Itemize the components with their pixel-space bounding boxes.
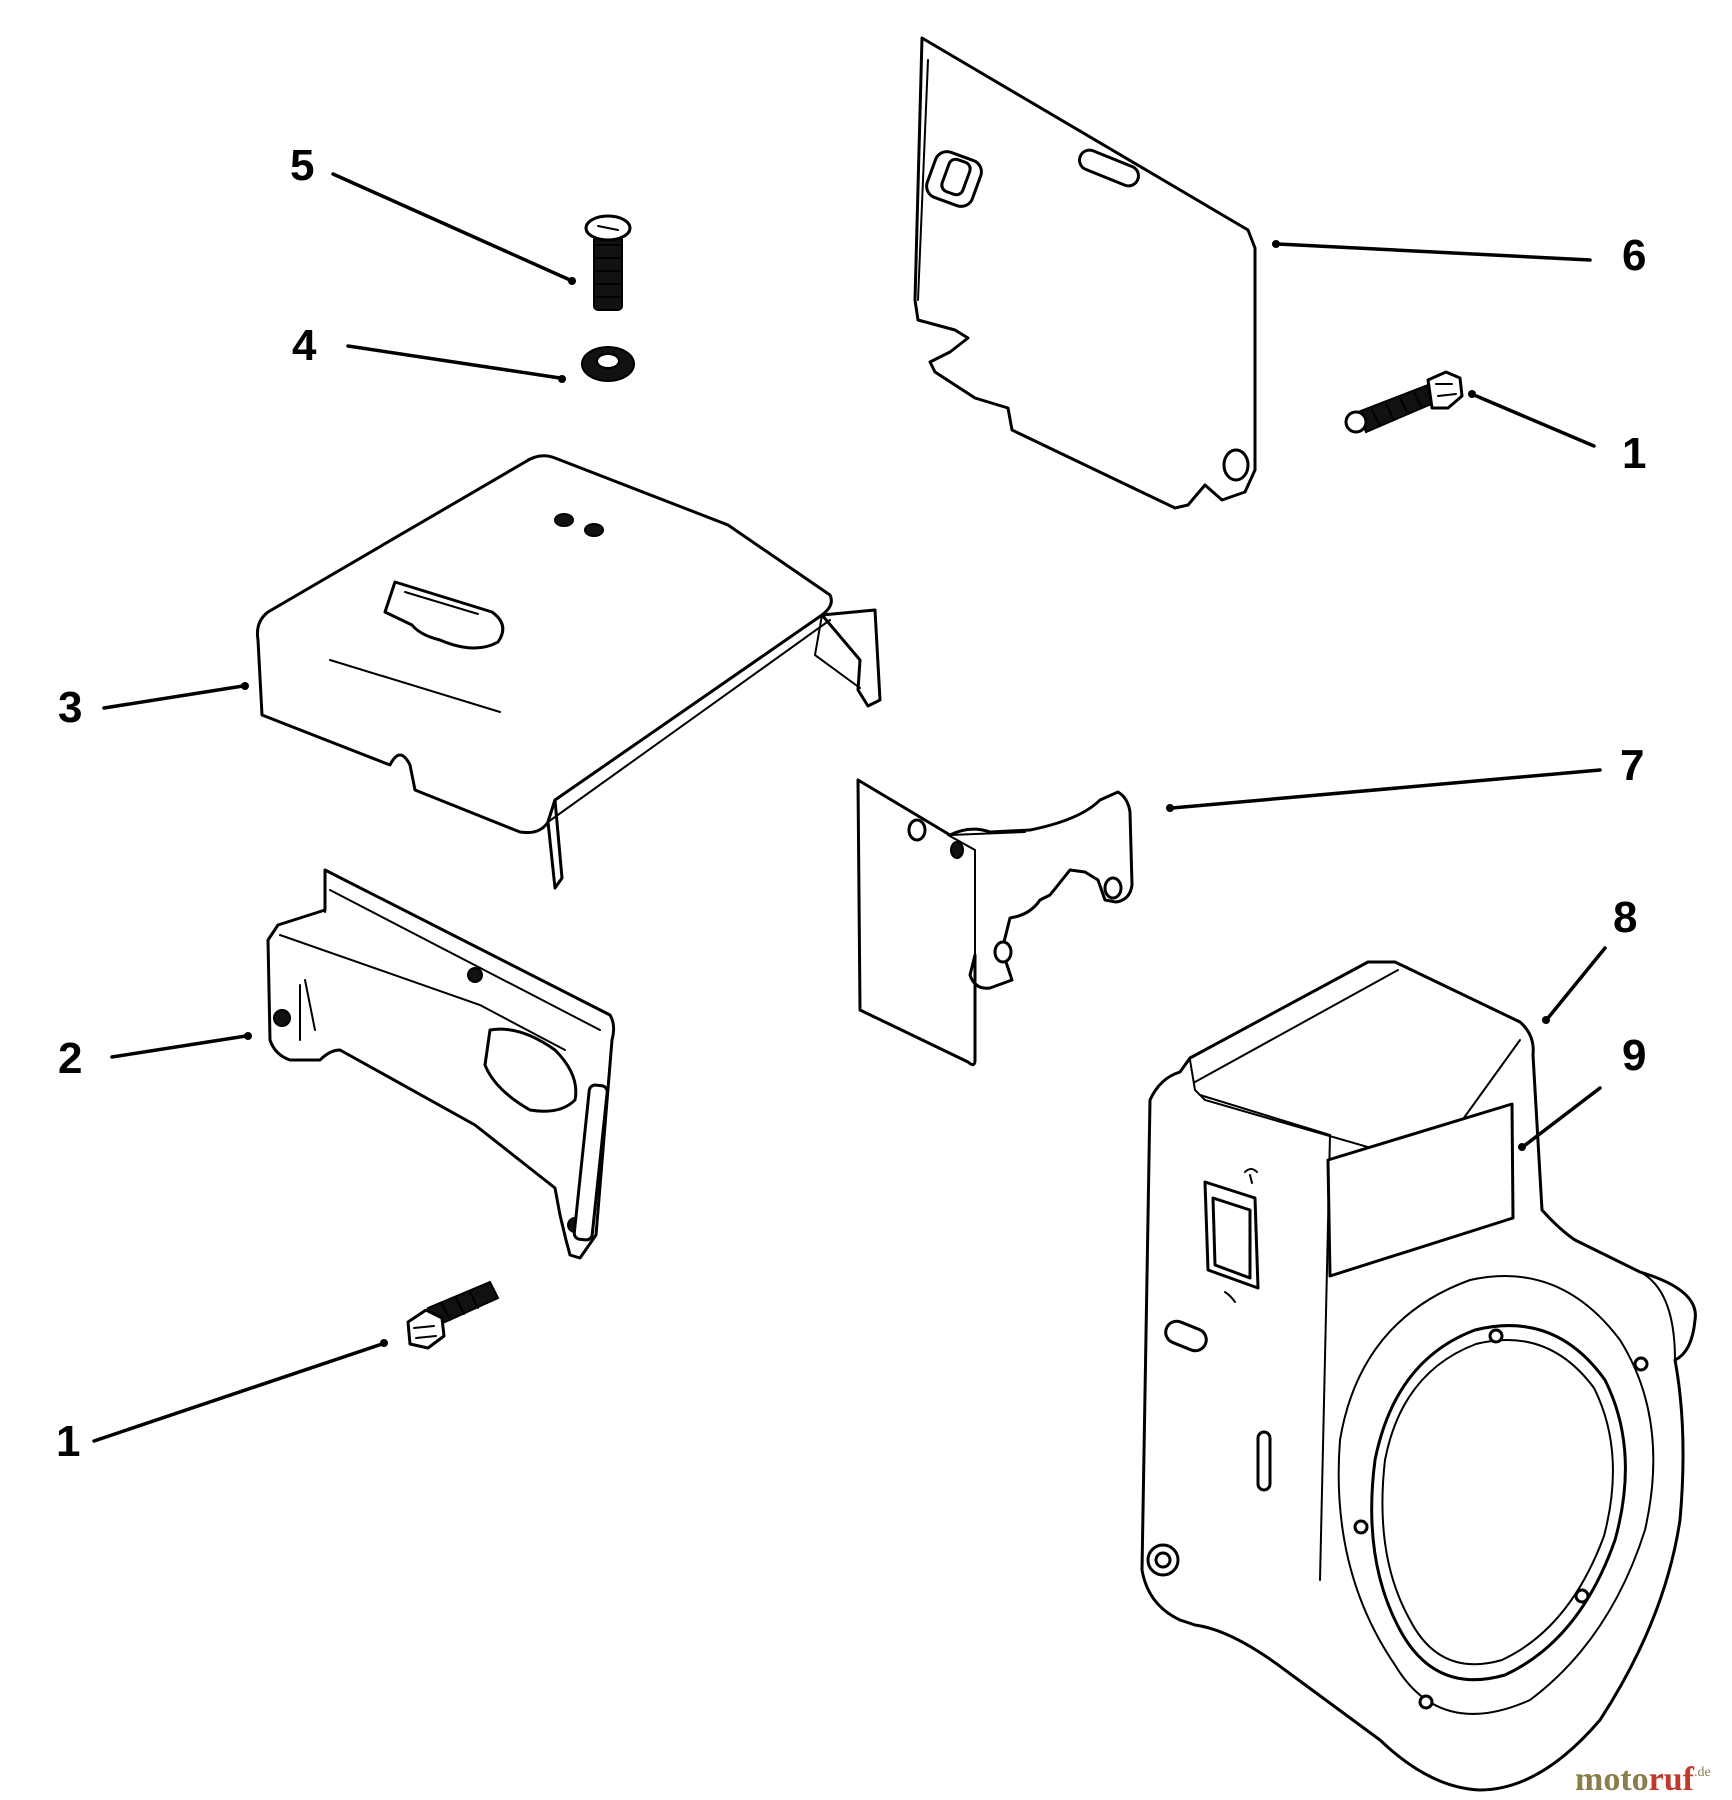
part-1-bolt-upper bbox=[1344, 370, 1464, 434]
callout-6: 6 bbox=[1622, 231, 1646, 280]
leader-1-lower bbox=[92, 1342, 384, 1443]
callout-8: 8 bbox=[1613, 893, 1637, 942]
part-1-bolt-lower bbox=[406, 1280, 500, 1350]
part-5-screw bbox=[584, 214, 632, 311]
part-7-bracket bbox=[856, 778, 1134, 1067]
part-2-lower-baffle bbox=[266, 868, 616, 1260]
callout-1-upper: 1 bbox=[1622, 429, 1646, 478]
callout-1-lower: 1 bbox=[56, 1417, 80, 1466]
part-3-top-shroud bbox=[256, 454, 882, 890]
leader-4 bbox=[346, 344, 562, 380]
callout-4: 4 bbox=[292, 321, 317, 370]
part-4-washer bbox=[581, 346, 635, 382]
leader-6 bbox=[1276, 242, 1592, 262]
callout-7: 7 bbox=[1620, 741, 1644, 790]
leader-8 bbox=[1546, 946, 1607, 1020]
callout-9: 9 bbox=[1622, 1031, 1646, 1080]
leader-7 bbox=[1170, 768, 1602, 810]
watermark-part1: moto bbox=[1575, 1761, 1649, 1798]
leader-3 bbox=[102, 684, 245, 710]
leader-2 bbox=[110, 1034, 248, 1059]
callout-2: 2 bbox=[58, 1034, 82, 1083]
callout-5: 5 bbox=[290, 141, 314, 190]
leader-1-upper bbox=[1472, 393, 1596, 448]
watermark-logo: motoruf.de bbox=[1575, 1761, 1711, 1798]
watermark-suffix: .de bbox=[1694, 1765, 1711, 1780]
part-8-blower-housing bbox=[1140, 960, 1697, 1792]
svg-text:motoruf.de: motoruf.de bbox=[1575, 1761, 1711, 1798]
part-6-baffle-plate bbox=[913, 36, 1257, 510]
leader-5 bbox=[331, 172, 572, 282]
part-9-decal bbox=[1326, 1102, 1515, 1278]
watermark-part2: ruf bbox=[1649, 1761, 1695, 1798]
callout-labels: 5 4 3 2 1 6 1 7 8 9 bbox=[56, 141, 1646, 1466]
callout-3: 3 bbox=[58, 683, 82, 732]
leader-lines bbox=[92, 172, 1607, 1443]
leader-9 bbox=[1522, 1086, 1602, 1148]
